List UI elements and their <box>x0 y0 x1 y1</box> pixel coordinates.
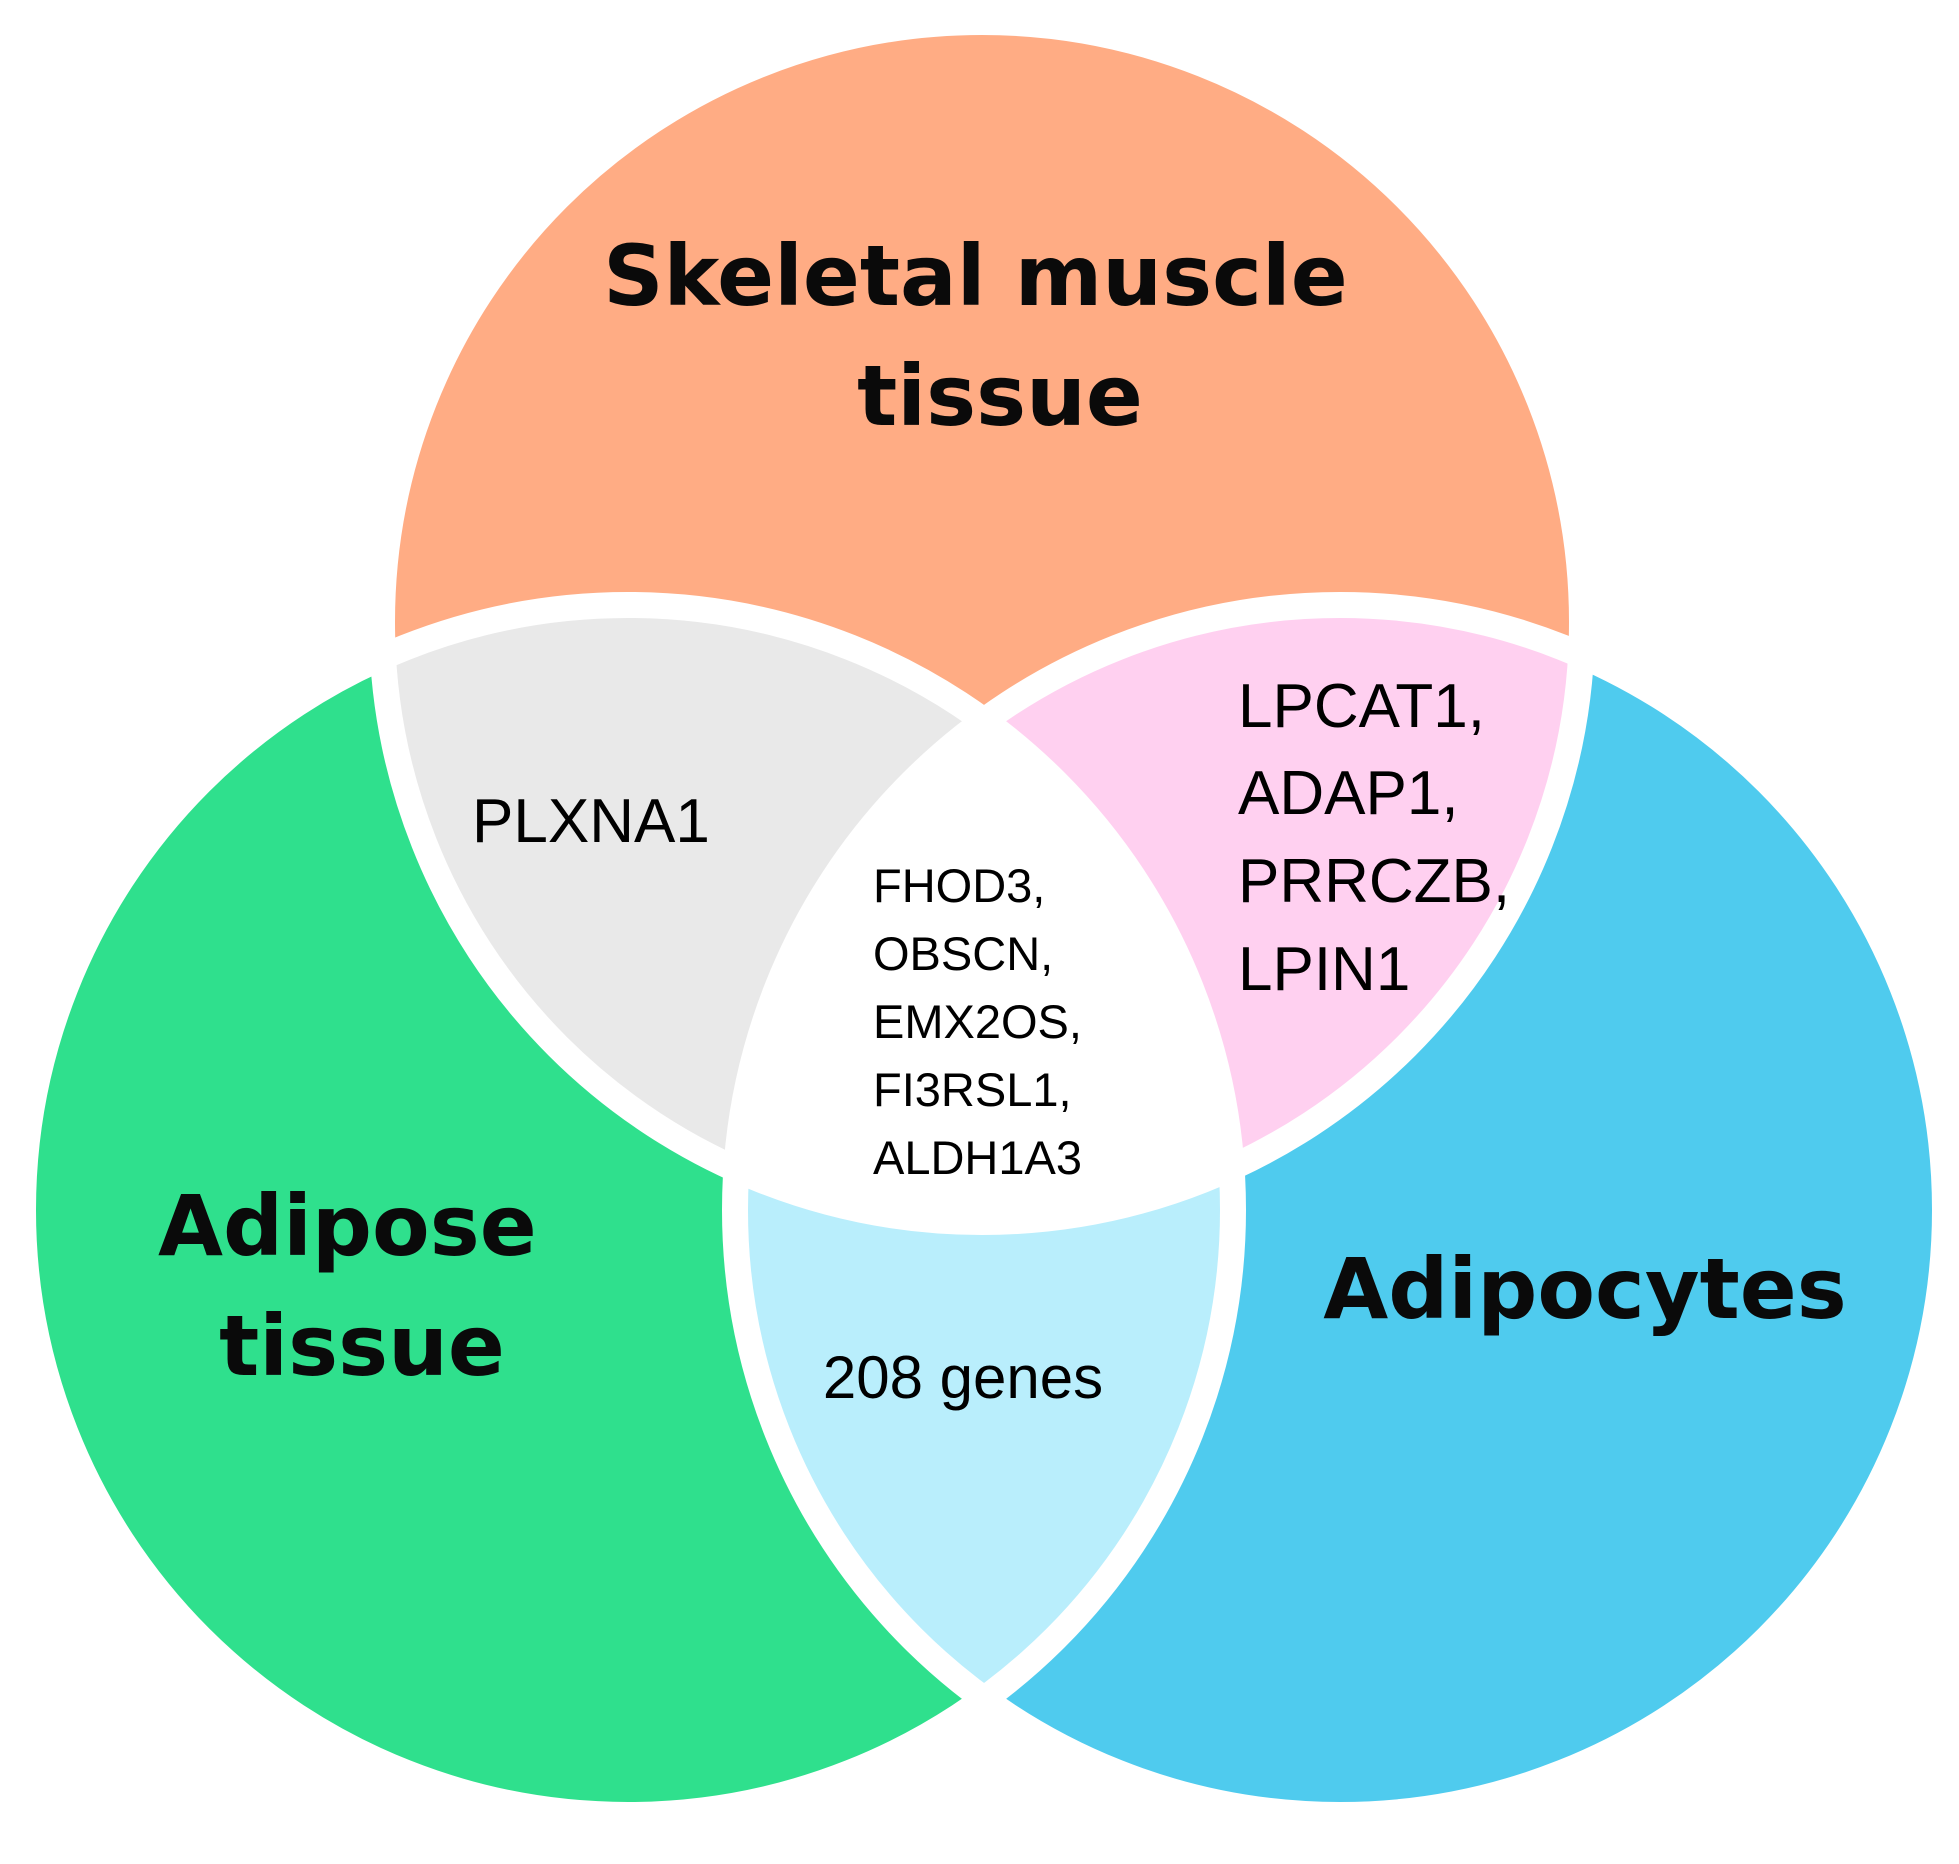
separator-ring-top <box>369 9 1595 1235</box>
label-adipocytes: Adipocytes <box>1323 1240 1846 1338</box>
gene-lpcat1: LPCAT1, <box>1238 672 1485 741</box>
gene-aldh1a3: ALDH1A3 <box>873 1131 1082 1184</box>
gene-obscn: OBSCN, <box>873 927 1053 980</box>
label-adipose-tissue: Adipose tissue <box>158 1177 566 1395</box>
separator-ring-left <box>10 592 1246 1828</box>
gene-count-208: 208 genes <box>823 1344 1103 1411</box>
region-all-three <box>735 605 1233 1222</box>
gene-adap1: ADAP1, <box>1238 759 1459 828</box>
label-adipocytes-line-1: Adipocytes <box>1323 1240 1846 1338</box>
label-muscle-adipocytes-genes: LPCAT1, ADAP1, PRRCZB, LPIN1 <box>1238 672 1527 1004</box>
gene-plxna1: PLXNA1 <box>472 787 710 856</box>
gene-emx2os: EMX2OS, <box>873 995 1082 1048</box>
gene-prrczb: PRRCZB, <box>1238 847 1510 916</box>
gene-fi3rsl1: FI3RSL1, <box>873 1063 1072 1116</box>
label-skeletal-muscle-line-2: tissue <box>857 347 1143 445</box>
label-skeletal-muscle: Skeletal muscle tissue <box>603 227 1377 445</box>
gene-lpin1: LPIN1 <box>1238 935 1410 1004</box>
label-muscle-adipose-genes: PLXNA1 <box>472 787 710 856</box>
label-all-three-genes: FHOD3, OBSCN, EMX2OS, FI3RSL1, ALDH1A3 <box>873 859 1095 1184</box>
label-skeletal-muscle-line-1: Skeletal muscle <box>603 227 1348 325</box>
label-adipose-adipocytes-genes: 208 genes <box>823 1344 1103 1411</box>
separator-ring-right <box>722 592 1958 1828</box>
label-adipose-tissue-line-1: Adipose <box>158 1177 537 1275</box>
label-adipose-tissue-line-2: tissue <box>219 1297 505 1395</box>
gene-fhod3: FHOD3, <box>873 859 1045 912</box>
